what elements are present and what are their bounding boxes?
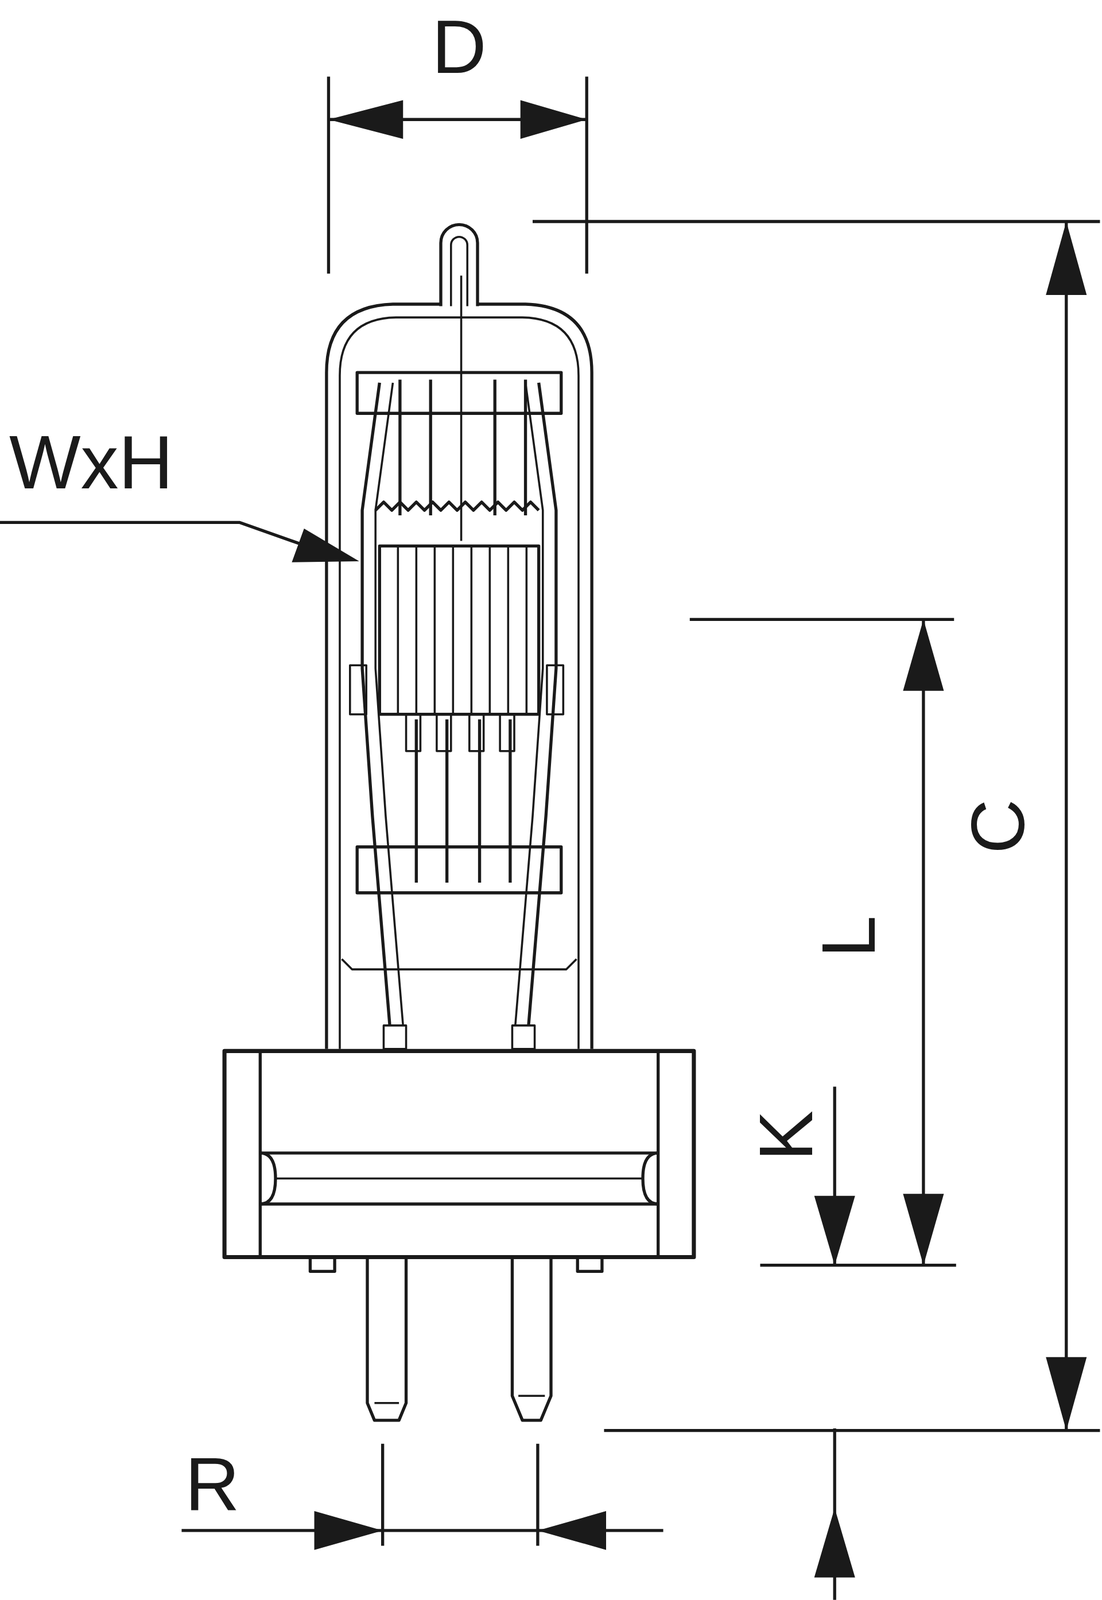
dimension-letter: D bbox=[431, 9, 487, 85]
dimension-letter: L bbox=[811, 915, 887, 958]
dimension-letter: C bbox=[960, 798, 1036, 854]
dimension-letter: R bbox=[184, 1446, 240, 1523]
callout-label: WxH bbox=[9, 424, 174, 501]
dimension-letter: K bbox=[748, 1110, 825, 1162]
